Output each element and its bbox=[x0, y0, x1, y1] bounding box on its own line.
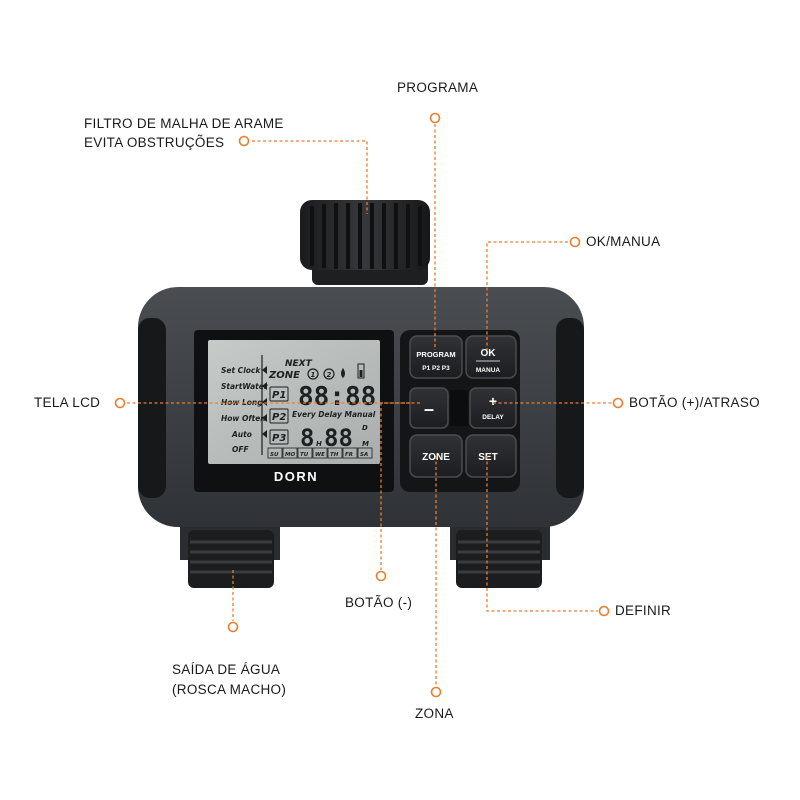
battery-icon bbox=[357, 363, 365, 379]
lcd-day-tu: TU bbox=[300, 452, 309, 458]
lcd-zone1-circle bbox=[307, 368, 319, 380]
callout-tela-lcd: TELA LCD bbox=[34, 395, 101, 410]
lcd-days-unit: D bbox=[362, 424, 368, 432]
program-button[interactable]: PROGRAM P1 P2 P3 bbox=[409, 335, 463, 379]
callout-botao-menos: BOTÃO (-) bbox=[345, 595, 413, 610]
lcd-day-su: SU bbox=[270, 452, 279, 458]
ok-button-label: OK bbox=[481, 348, 497, 359]
lcd-menu-how-long: How Long bbox=[221, 398, 263, 407]
callout-botao-mais: BOTÃO (+)/ATRASO bbox=[629, 395, 760, 410]
set-button-label: SET bbox=[478, 452, 497, 463]
lcd-menu-how-often: How Often bbox=[221, 414, 266, 423]
lcd-day-mo: MO bbox=[285, 452, 295, 458]
lcd-zone: ZONE bbox=[268, 370, 300, 381]
callout-lines bbox=[127, 124, 612, 686]
lcd-zone2: 2 bbox=[327, 371, 332, 379]
lcd-minutes-unit: M bbox=[362, 440, 369, 448]
lcd-every-delay-manual: Every Delay Manual bbox=[292, 410, 376, 419]
lcd-program-p1: P1 bbox=[272, 390, 286, 401]
lcd-day-we: WE bbox=[315, 452, 325, 458]
ok-manual-button[interactable]: OK MANUA bbox=[465, 335, 517, 379]
lcd-program-p3: P3 bbox=[272, 433, 286, 444]
lcd-clock-time: 88:88 bbox=[298, 382, 376, 412]
callout-zona: ZONA bbox=[415, 706, 454, 721]
callout-markers bbox=[114, 112, 624, 698]
line-definir bbox=[486, 456, 598, 612]
callout-programa: PROGRAMA bbox=[397, 80, 479, 95]
callout-saida-line1: SAÍDA DE ÁGUA bbox=[172, 662, 281, 677]
minus-button[interactable]: – bbox=[409, 387, 449, 429]
lcd-day-fr: FR bbox=[345, 452, 353, 458]
callout-saida-line2: (ROSCA MACHO) bbox=[172, 682, 287, 697]
lcd-menu-set-clock: Set Clock bbox=[221, 366, 261, 375]
callout-ok-manua: OK/MANUA bbox=[586, 234, 661, 249]
lcd-program-p2: P2 bbox=[272, 412, 286, 423]
wire-mesh-filter-cap bbox=[300, 200, 430, 285]
lcd-zone1: 1 bbox=[311, 371, 316, 379]
lcd-hours-unit: H bbox=[316, 440, 322, 448]
callout-filtro-line1: FILTRO DE MALHA DE ARAME bbox=[84, 116, 284, 131]
brand-logo: DORN bbox=[274, 469, 318, 484]
delay-button-label: DELAY bbox=[482, 414, 504, 421]
lcd-menu-auto: Auto bbox=[231, 430, 252, 439]
set-button[interactable]: SET bbox=[465, 434, 517, 478]
lcd-next: NEXT bbox=[285, 359, 313, 369]
lcd-day-sa: SA bbox=[360, 452, 368, 458]
lcd-day-th: TH bbox=[330, 452, 339, 458]
lcd-zone2-circle bbox=[323, 368, 335, 380]
line-botao-menos bbox=[380, 402, 420, 570]
callout-definir: DEFINIR bbox=[615, 603, 672, 618]
water-drop-icon bbox=[341, 368, 345, 378]
lcd-day-row: SU MO TU WE TH FR SA bbox=[267, 447, 373, 459]
lcd-screen: Set Clock StartWater How Long How Often … bbox=[208, 340, 380, 464]
button-divider bbox=[450, 390, 468, 426]
lcd-duration-hours: 8 bbox=[300, 424, 314, 452]
program-button-sub: P1 P2 P3 bbox=[422, 365, 450, 372]
plus-delay-button[interactable]: + DELAY bbox=[469, 387, 517, 429]
manua-button-label: MANUA bbox=[476, 367, 500, 374]
callout-filtro-line2: EVITA OBSTRUÇÕES bbox=[84, 135, 225, 150]
lcd-menu-start-water: StartWater bbox=[221, 382, 269, 391]
minus-icon: – bbox=[424, 399, 434, 419]
lcd-menu-off: OFF bbox=[232, 445, 249, 454]
plus-icon: + bbox=[489, 393, 497, 409]
program-button-label: PROGRAM bbox=[416, 350, 455, 359]
water-outlet-right bbox=[450, 520, 550, 588]
lcd-duration-minutes: 88 bbox=[324, 424, 353, 452]
water-outlet-left bbox=[180, 520, 280, 588]
